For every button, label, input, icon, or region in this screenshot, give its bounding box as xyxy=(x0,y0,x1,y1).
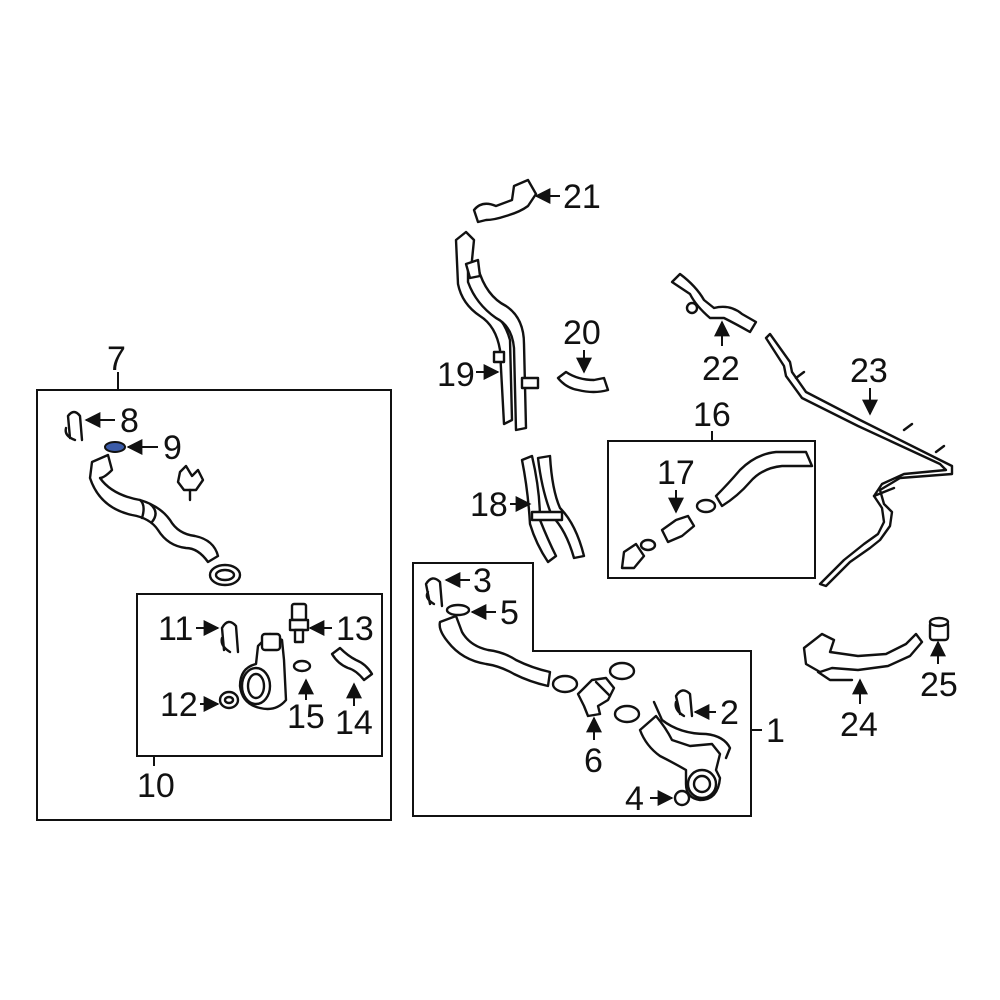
assembly-box-10: 10 xyxy=(136,593,383,805)
callout-18[interactable]: 18 xyxy=(470,486,508,524)
callout-21[interactable]: 21 xyxy=(563,178,601,216)
bypass-hose-part-14[interactable] xyxy=(330,646,374,682)
water-outlet-housing[interactable] xyxy=(238,632,288,711)
temperature-sensor-part-13[interactable] xyxy=(288,602,310,644)
heater-hose-part-21[interactable] xyxy=(472,178,538,224)
callout-8[interactable]: 8 xyxy=(120,402,139,440)
hose-clip-part-8[interactable] xyxy=(64,410,84,442)
callout-11[interactable]: 11 xyxy=(158,610,193,648)
callout-6[interactable]: 6 xyxy=(584,742,603,780)
hose-clip-part-11[interactable] xyxy=(220,620,240,654)
o-ring-part-9[interactable] xyxy=(104,441,126,453)
callout-4[interactable]: 4 xyxy=(625,780,644,818)
callout-16[interactable]: 16 xyxy=(693,396,731,434)
assembly-box-16: 16 xyxy=(607,396,816,579)
callout-7[interactable]: 7 xyxy=(107,340,126,378)
o-ring-part-15[interactable] xyxy=(292,659,312,673)
heater-hose-part-22[interactable] xyxy=(670,272,758,334)
callout-3[interactable]: 3 xyxy=(473,562,492,600)
water-junction-part-6[interactable] xyxy=(576,676,616,718)
callout-12[interactable]: 12 xyxy=(160,686,198,724)
callout-15[interactable]: 15 xyxy=(287,698,325,736)
callout-22[interactable]: 22 xyxy=(702,350,740,388)
callout-14[interactable]: 14 xyxy=(335,704,373,742)
coolant-pipe-part-23[interactable] xyxy=(764,332,954,588)
o-ring-part-12[interactable] xyxy=(218,690,240,710)
assembly-box-1: 1 xyxy=(412,562,785,817)
assembly-box-7: 7 xyxy=(36,340,392,821)
coolant-pipe-part-24[interactable] xyxy=(802,632,924,682)
heater-hose-part-16[interactable] xyxy=(620,450,814,570)
radiator-hose-part-1[interactable] xyxy=(438,614,641,724)
callout-10[interactable]: 10 xyxy=(137,767,175,805)
check-valve-part-17[interactable] xyxy=(660,514,696,544)
hose-bracket-clip[interactable] xyxy=(176,464,205,502)
heater-pipes-part-19[interactable] xyxy=(454,230,540,432)
callout-1[interactable]: 1 xyxy=(766,712,785,750)
callout-24[interactable]: 24 xyxy=(840,706,878,744)
callout-25[interactable]: 25 xyxy=(920,666,958,704)
lower-coolant-hose[interactable] xyxy=(638,700,732,802)
o-ring-part-4[interactable] xyxy=(673,789,691,807)
hose-fitting-part-25[interactable] xyxy=(928,616,950,642)
o-ring-part-5[interactable] xyxy=(445,603,471,617)
coolant-hose-part-7[interactable] xyxy=(88,453,242,587)
callout-9[interactable]: 9 xyxy=(163,429,182,467)
callout-13[interactable]: 13 xyxy=(336,610,374,648)
heater-hose-part-20[interactable] xyxy=(556,370,610,394)
callout-20[interactable]: 20 xyxy=(563,314,601,352)
hose-clip-part-2[interactable] xyxy=(674,689,694,718)
callout-5[interactable]: 5 xyxy=(500,594,519,632)
callout-17[interactable]: 17 xyxy=(657,454,695,492)
callout-19[interactable]: 19 xyxy=(437,356,475,394)
heater-hoses-part-18[interactable] xyxy=(520,454,586,564)
hose-clip-part-3[interactable] xyxy=(424,577,444,608)
callout-23[interactable]: 23 xyxy=(850,352,888,390)
callout-2[interactable]: 2 xyxy=(720,694,739,732)
